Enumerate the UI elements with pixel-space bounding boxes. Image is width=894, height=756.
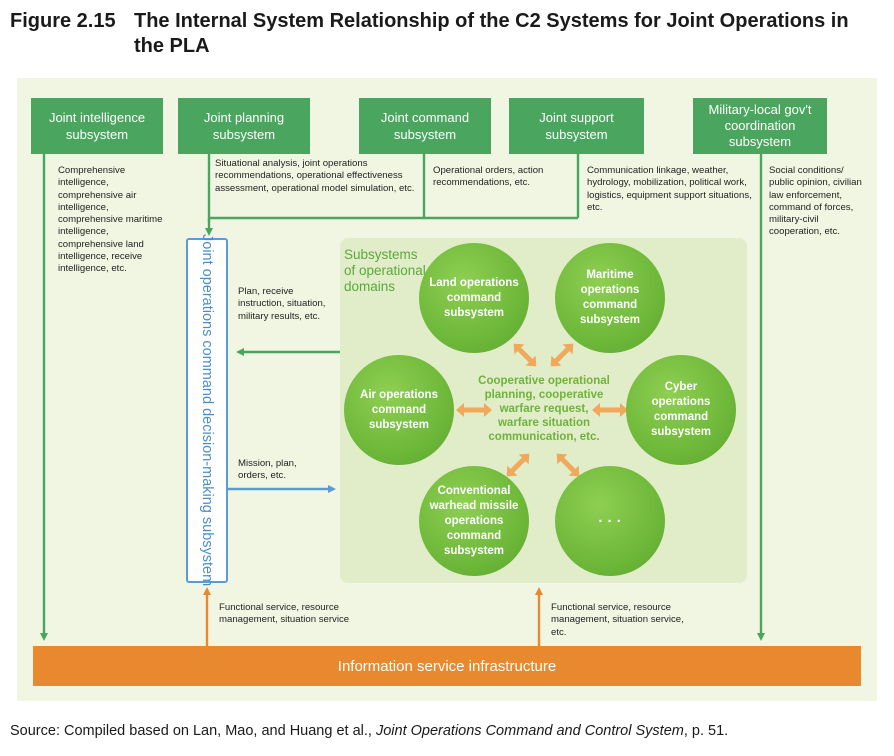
joint-intelligence-box: Joint intelligence subsystem (31, 98, 163, 154)
missile-center-arrow (506, 453, 530, 477)
cooperation-center-text: Cooperative operational planning, cooper… (478, 375, 610, 443)
air-center-arrow (456, 403, 492, 417)
cyber-center-arrow (592, 403, 628, 417)
plan-receive-note: Plan, receive instruction, situation, mi… (238, 286, 326, 322)
land-center-arrow (513, 343, 537, 367)
figure-caption: The Internal System Relationship of the … (134, 10, 849, 57)
more-subsystems-circle: · · · (555, 466, 665, 576)
decision-making-label: Joint operations command decision-making… (199, 234, 215, 587)
maritime-center-arrow (550, 343, 574, 367)
missile-operations-circle: Conventional warhead missile operations … (419, 466, 529, 576)
source-suffix: , p. 51. (683, 723, 729, 739)
cooperation-arrows (456, 343, 628, 477)
cyber-operations-circle: Cyber operations command subsystem (626, 355, 736, 465)
joint-command-box: Joint command subsystem (359, 98, 491, 154)
joint-planning-box: Joint planning subsystem (178, 98, 310, 154)
service-left-note: Functional service, resource management,… (219, 602, 350, 626)
joint-support-box: Joint support subsystem (509, 98, 644, 154)
intelligence-note: Comprehensive intelligence, comprehensiv… (58, 165, 163, 275)
land-operations-circle: Land operations command subsystem (419, 243, 529, 353)
service-right-note: Functional service, resource management,… (551, 602, 684, 638)
military-local-coordination-box: Military-local gov't coordination subsys… (693, 98, 827, 154)
command-note: Operational orders, action recommendatio… (433, 165, 544, 189)
information-service-infrastructure: Information service infrastructure (33, 646, 861, 686)
air-operations-circle: Air operations command subsystem (344, 355, 454, 465)
source-prefix: Source: Compiled based on Lan, Mao, and … (10, 723, 376, 739)
figure-number: Figure 2.15 (10, 10, 116, 32)
source-book: Joint Operations Command and Control Sys… (375, 723, 684, 739)
mission-note: Mission, plan, orders, etc. (238, 458, 297, 482)
more-center-arrow (556, 453, 580, 477)
decision-making-box (186, 238, 228, 583)
coordination-note: Social conditions/ public opinion, civil… (769, 165, 862, 238)
planning-note: Situational analysis, joint operations r… (215, 158, 415, 194)
maritime-operations-circle: Maritime operations command subsystem (555, 243, 665, 353)
operational-domains-title: Subsystems of operational domains (344, 247, 426, 294)
support-note: Communication linkage, weather, hydrolog… (587, 165, 752, 213)
source-line: Source: Compiled based on Lan, Mao, and … (10, 723, 728, 739)
